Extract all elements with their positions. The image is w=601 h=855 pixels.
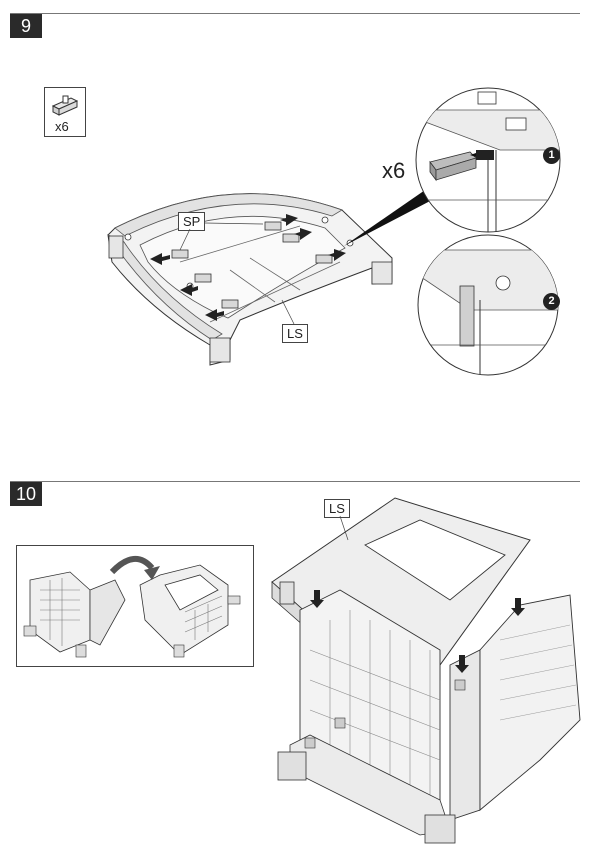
step-9-divider — [10, 13, 580, 14]
connector-part-icon — [51, 95, 79, 116]
part-box: x6 — [44, 87, 86, 137]
ls-label: LS — [282, 324, 308, 343]
step-10-divider — [10, 481, 580, 482]
detail-quantity: x6 — [382, 158, 406, 183]
callout-2: 2 — [543, 293, 560, 310]
step-9-badge: 9 — [10, 14, 42, 38]
step-10-badge: 10 — [10, 482, 42, 506]
callout-1: 1 — [543, 147, 560, 164]
sp-label: SP — [178, 212, 206, 231]
ls-label-step10: LS — [324, 499, 350, 518]
part-quantity: x6 — [55, 119, 69, 134]
